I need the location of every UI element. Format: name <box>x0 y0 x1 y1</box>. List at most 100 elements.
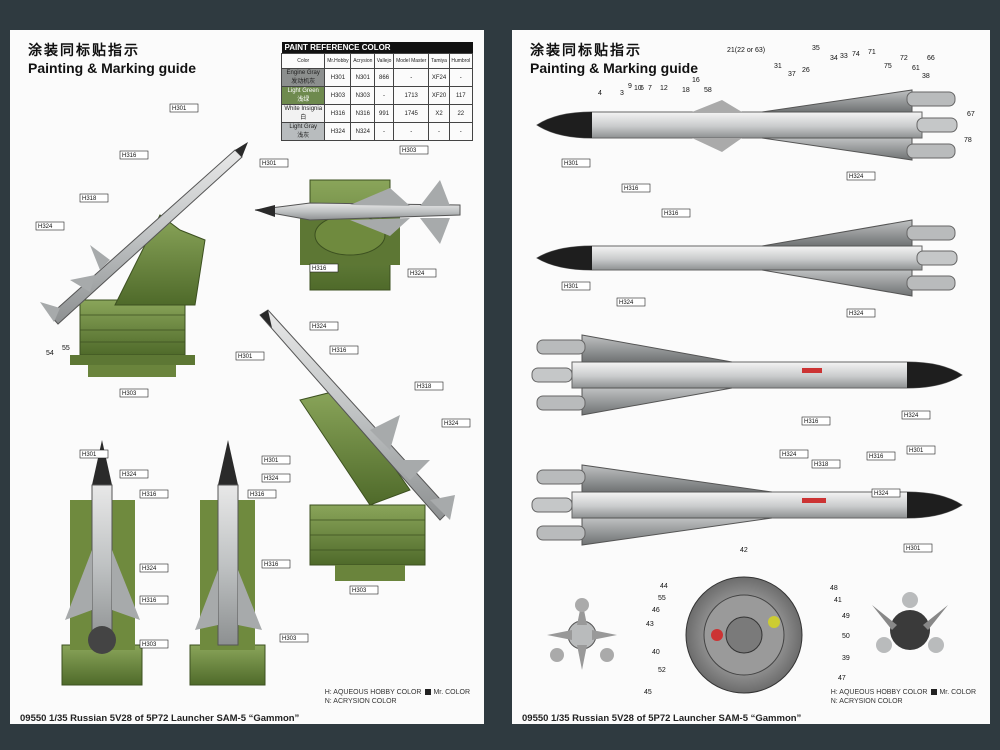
callout-box <box>139 489 169 499</box>
paint-callout: H324 <box>38 224 53 230</box>
paint-callout: H324 <box>874 491 889 497</box>
callout-box <box>561 281 591 291</box>
color-name-zh: 白 <box>300 115 307 121</box>
paint-callout: H316 <box>142 598 157 604</box>
paint-table-title: PAINT REFERENCE COLOR <box>281 42 473 54</box>
paint-callout: H324 <box>122 472 137 478</box>
paint-callout: H301 <box>906 546 921 552</box>
part-number: 54 <box>46 350 54 357</box>
paint-callout: H301 <box>564 161 579 167</box>
paint-callout: H301 <box>262 161 277 167</box>
square-icon <box>931 689 938 696</box>
part-number: 6 <box>640 85 644 92</box>
launcher-top-view <box>254 179 461 291</box>
left-legend: H: AQUEOUS HOBBY COLOR Mr. COLOR N: ACRY… <box>325 688 470 706</box>
launcher-side-view-2 <box>259 309 455 581</box>
part-number: 12 <box>660 85 668 92</box>
missile-side-view-2 <box>536 219 958 297</box>
launcher-front-view <box>61 440 143 686</box>
paint-callout: H301 <box>238 354 253 360</box>
part-number: 55 <box>62 345 70 352</box>
callout-box <box>616 297 646 307</box>
part-number: 44 <box>660 583 668 590</box>
part-number: 9 <box>628 83 632 90</box>
legend-line: N: ACRYSION COLOR <box>830 698 903 705</box>
part-number: 18 <box>682 87 690 94</box>
paint-callout: H324 <box>904 413 919 419</box>
part-number: 48 <box>830 585 838 592</box>
callout-box <box>329 345 359 355</box>
part-number: 33 <box>840 53 848 60</box>
part-number: 16 <box>692 77 700 84</box>
paint-callout: H303 <box>282 636 297 642</box>
missile-tail-end-view <box>872 592 948 653</box>
paint-callout: H316 <box>142 492 157 498</box>
callout-box <box>801 416 831 426</box>
callout-box <box>846 308 876 318</box>
callout-box <box>119 150 149 160</box>
part-number: 72 <box>900 55 908 62</box>
callout-box <box>119 388 149 398</box>
callout-box <box>169 103 199 113</box>
paint-callout: H318 <box>814 462 829 468</box>
callout-box <box>247 489 277 499</box>
part-number: 41 <box>834 597 842 604</box>
paint-callout: H303 <box>352 588 367 594</box>
legend-line: N: ACRYSION COLOR <box>324 698 397 705</box>
missile-front-end-view <box>547 598 617 670</box>
paint-callout: H324 <box>264 476 279 482</box>
part-number: 38 <box>922 73 930 80</box>
callout-box <box>901 410 931 420</box>
paint-callout: H301 <box>172 106 187 112</box>
right-instruction-sheet: 涂装同标贴指示 Painting & Marking guide <box>512 30 990 724</box>
paint-code: H324 <box>324 122 352 141</box>
launcher-side-view-1 <box>40 142 248 377</box>
paint-callout: H301 <box>264 458 279 464</box>
right-legend: H: AQUEOUS HOBBY COLOR Mr. COLOR N: ACRY… <box>831 688 976 706</box>
part-number: 10 <box>634 85 642 92</box>
part-number: 74 <box>852 51 860 58</box>
part-number: 4 <box>598 90 602 97</box>
callout-box <box>399 145 429 155</box>
paint-swatch-cell: Engine Gray 发动机灰 <box>280 68 326 87</box>
color-name: Engine Gray <box>286 70 320 76</box>
callout-box <box>441 418 471 428</box>
legend-line: H: AQUEOUS HOBBY COLOR <box>830 689 928 696</box>
col-header: Color <box>280 53 326 69</box>
left-footer: 09550 1/35 Russian 5V28 of 5P72 Launcher… <box>20 713 300 724</box>
paint-code: - <box>374 122 394 141</box>
paint-callout: H316 <box>804 419 819 425</box>
part-number: 45 <box>644 689 652 696</box>
callout-box <box>349 585 379 595</box>
callout-box <box>414 381 444 391</box>
part-number: 75 <box>884 63 892 70</box>
callout-box <box>871 488 901 498</box>
left-illustrations: H301H316H318H324H301H303H316H324H324H301… <box>35 103 471 686</box>
callout-box <box>79 193 109 203</box>
paint-callout: H324 <box>444 421 459 427</box>
part-number: 66 <box>927 55 935 62</box>
part-number: 35 <box>812 45 820 52</box>
paint-callout: H324 <box>410 271 425 277</box>
paint-code: 22 <box>448 104 474 123</box>
paint-callout: H301 <box>82 452 97 458</box>
paint-code: - <box>448 122 474 141</box>
callout-box <box>846 171 876 181</box>
missile-side-view-4 <box>531 464 963 546</box>
callout-box <box>261 559 291 569</box>
part-number: 78 <box>964 137 972 144</box>
paint-callout: H316 <box>250 492 265 498</box>
paint-callout: H303 <box>142 642 157 648</box>
paint-callout: H316 <box>312 266 327 272</box>
callout-box <box>621 183 651 193</box>
right-footer: 09550 1/35 Russian 5V28 of 5P72 Launcher… <box>522 713 802 724</box>
callout-box <box>309 321 339 331</box>
missile-side-view-3 <box>531 334 963 416</box>
color-name-zh: 发动机灰 <box>291 79 316 85</box>
callout-box <box>561 158 591 168</box>
callout-box <box>407 268 437 278</box>
part-number: 61 <box>912 65 920 72</box>
